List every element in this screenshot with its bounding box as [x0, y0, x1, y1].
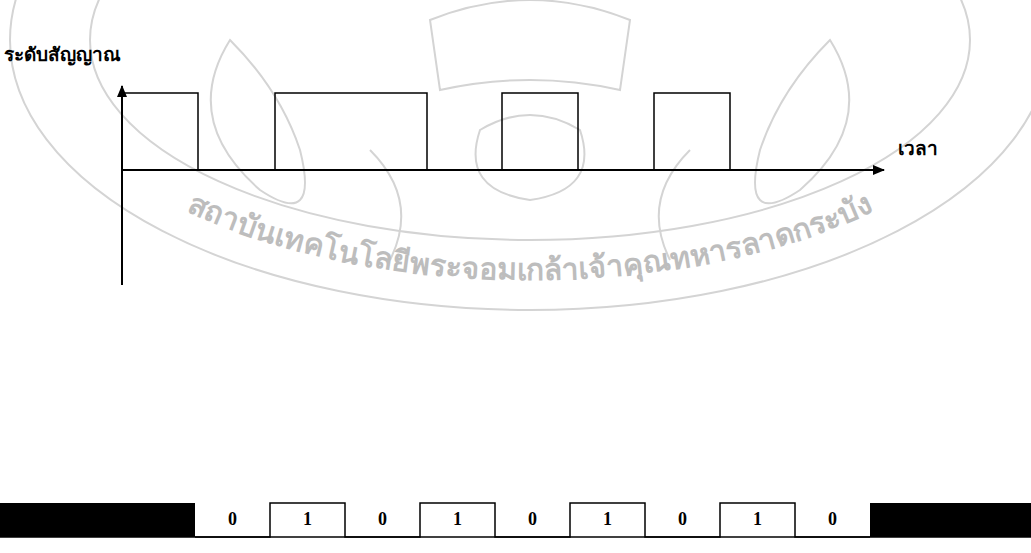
black-block [870, 503, 1031, 537]
x-axis [122, 169, 884, 171]
bit-value: 1 [603, 510, 612, 530]
axis-label: ระดับสัญญาณ [4, 44, 121, 65]
bit-value: 0 [228, 510, 237, 530]
seal-watermark [10, 0, 1031, 310]
bit-value: 0 [378, 510, 387, 530]
bit-value: 0 [828, 510, 837, 530]
bit-value: 0 [678, 510, 687, 530]
bit-value: 1 [453, 510, 462, 530]
watermark: สถาบันเทคโนโลยีพระจอมเกล้าเจ้าคุณทหารลาด… [183, 186, 877, 288]
bit-value: 1 [753, 510, 762, 530]
y-axis [121, 86, 123, 285]
black-block [0, 503, 195, 537]
bit-waveform [195, 503, 870, 537]
bit-value: 0 [528, 510, 537, 530]
pulse-train [122, 93, 730, 170]
axis-label: เวลา [898, 138, 938, 159]
bit-value: 1 [303, 510, 312, 530]
